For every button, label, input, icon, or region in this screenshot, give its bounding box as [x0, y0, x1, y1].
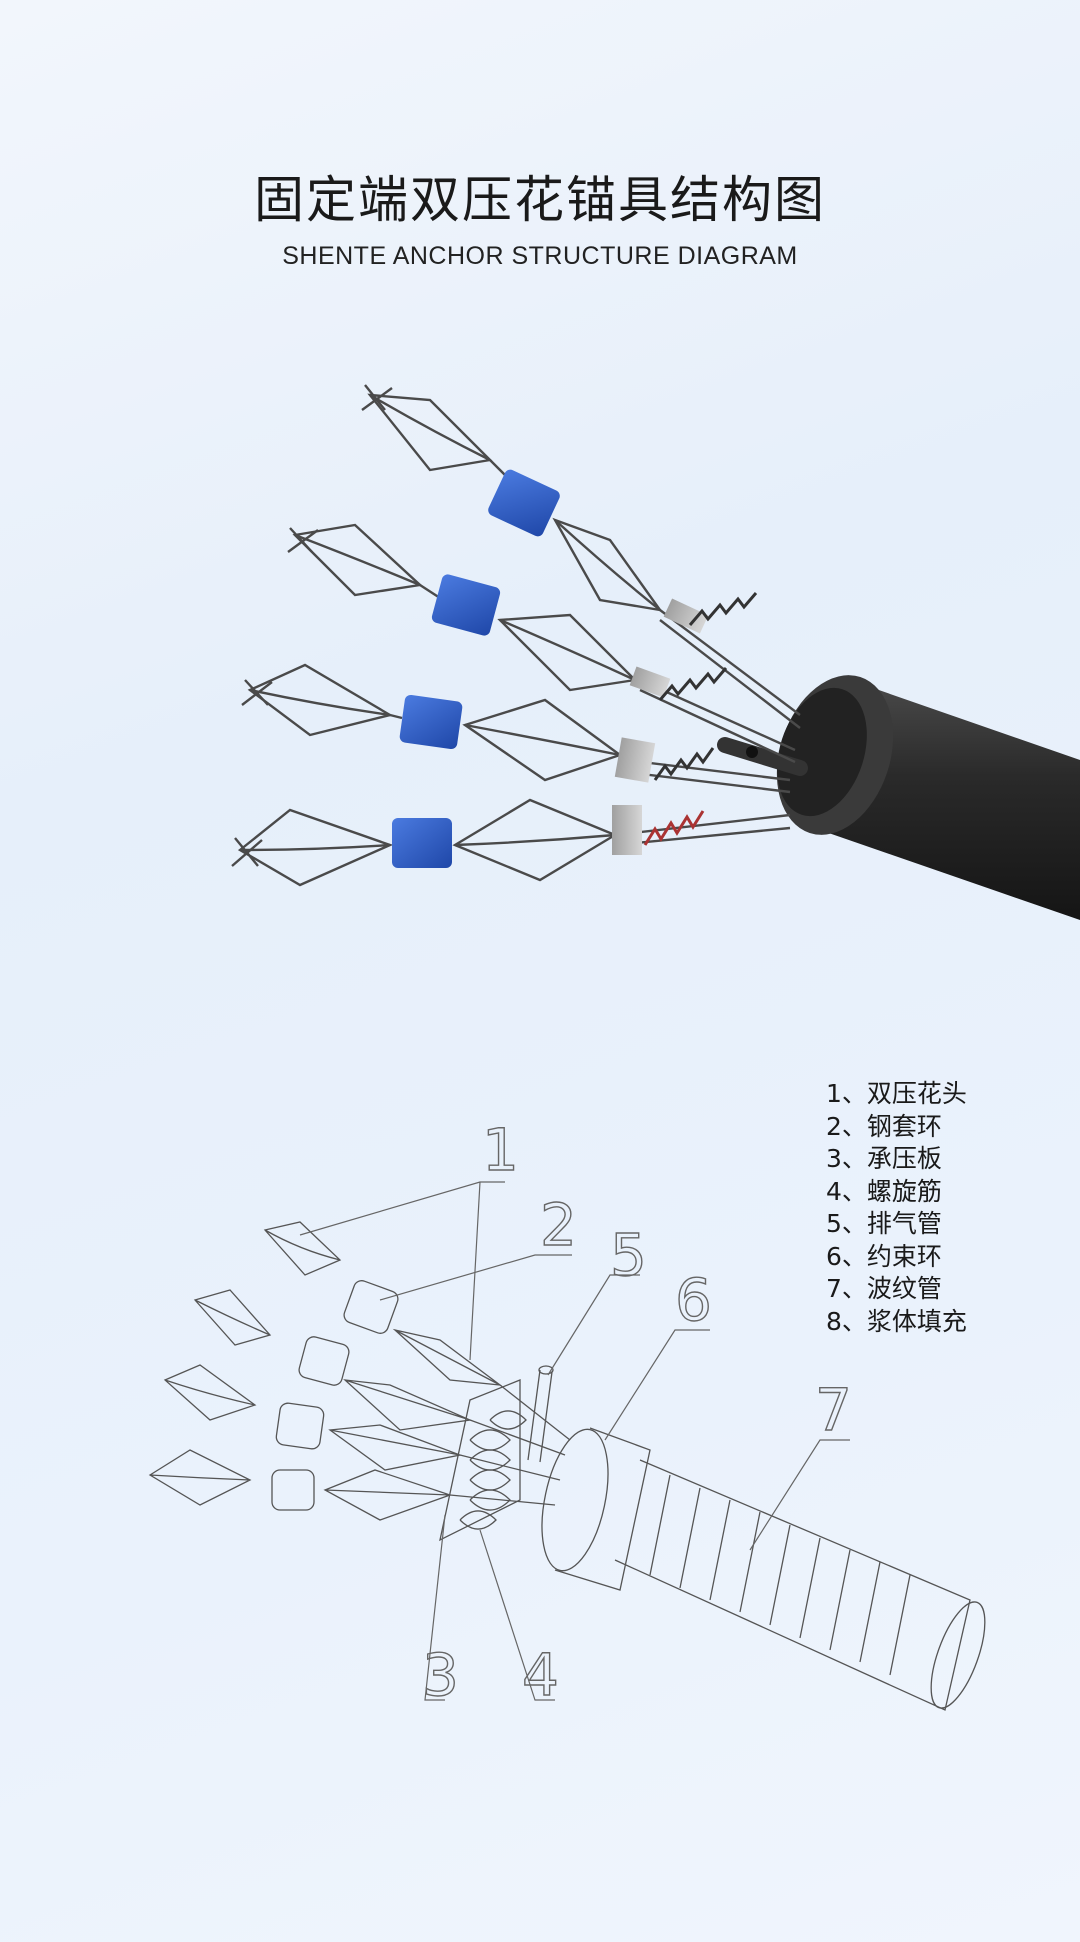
callout-4: 4	[522, 1641, 559, 1709]
page-title: 固定端双压花锚具结构图	[254, 171, 826, 229]
callout-3: 3	[422, 1641, 459, 1709]
strand-4	[231, 798, 791, 887]
legend-item: 6、约束环	[826, 1241, 942, 1271]
legend-item: 8、浆体填充	[826, 1306, 967, 1336]
legend-item: 3、承压板	[826, 1144, 942, 1173]
duct	[776, 675, 1080, 920]
vent-pipe-drawing	[527, 1365, 554, 1463]
strand-2	[287, 523, 796, 764]
strand-1	[361, 384, 801, 729]
strands-drawing	[148, 1221, 571, 1521]
callout-7: 7	[815, 1376, 852, 1444]
callout-1: 1	[482, 1116, 519, 1184]
anchor-3d-illustration	[231, 384, 1080, 920]
spiral-drawing	[439, 1379, 527, 1542]
parts-legend: 1、双压花头 2、钢套环 3、承压板 4、螺旋筋 5、排气管 6、约束环 7、波…	[826, 1078, 967, 1338]
legend-item: 4、螺旋筋	[826, 1176, 942, 1206]
legend-item: 5、排气管	[826, 1209, 942, 1238]
legend-item: 2、钢套环	[826, 1111, 942, 1141]
legend-item: 1、双压花头	[826, 1079, 967, 1108]
callout-lines	[299, 1181, 850, 1701]
callout-2: 2	[540, 1191, 577, 1259]
callout-6: 6	[675, 1266, 712, 1334]
legend-item: 7、波纹管	[826, 1274, 942, 1303]
vent-pipe	[717, 737, 808, 776]
page-subtitle: SHENTE ANCHOR STRUCTURE DIAGRAM	[282, 242, 798, 270]
duct-drawing	[614, 1459, 986, 1711]
strand-3	[241, 663, 791, 794]
restraint-ring-drawing	[541, 1427, 651, 1591]
callout-5: 5	[610, 1221, 647, 1289]
